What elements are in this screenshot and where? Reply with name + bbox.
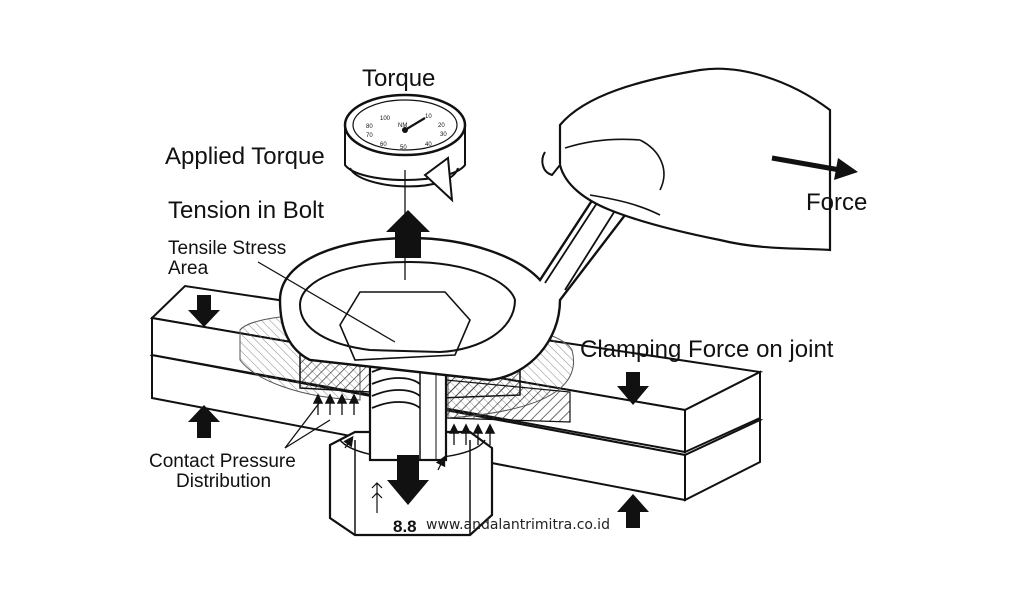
torque-gauge: 100 10 80 20 70 30 60 50 40 NM <box>343 93 467 203</box>
gauge-tick-70: 70 <box>366 133 373 139</box>
tension-arrow-icon <box>386 210 430 258</box>
clamp-arrow-top-right-icon <box>617 372 649 405</box>
contact-pressure-arrows <box>312 393 496 471</box>
torque-label: Torque <box>362 65 436 92</box>
clamp-arrow-bottom-left-icon <box>188 405 220 438</box>
gauge-tick-20: 20 <box>438 123 445 129</box>
gauge-tick-10: 10 <box>425 114 432 120</box>
rotation-arrow-icon <box>423 156 454 203</box>
gauge-unit: NM <box>398 123 407 129</box>
clamp-arrow-top-left-icon <box>188 295 220 327</box>
gauge-needle <box>404 117 426 131</box>
gauge-tick-40: 40 <box>425 142 432 148</box>
force-arrow-icon <box>771 155 858 180</box>
gauge-tick-100: 100 <box>380 116 391 122</box>
clamp-arrow-bottom-right-icon <box>617 494 649 528</box>
contact-pressure-distribution-label: Distribution <box>176 471 272 492</box>
bolt-grade-mark: 8.8 <box>393 517 417 536</box>
force-label: Force <box>806 189 868 216</box>
gauge-tick-60: 60 <box>380 142 387 148</box>
hand <box>541 67 832 252</box>
gauge-tick-50: 50 <box>400 145 407 151</box>
bolt-down-arrow-icon <box>387 455 429 505</box>
applied-torque-label: Applied Torque <box>165 143 325 170</box>
tensile-stress-label: Tensile Stress <box>168 238 287 259</box>
gauge-tick-30: 30 <box>440 132 447 138</box>
tension-in-bolt-label: Tension in Bolt <box>168 197 325 224</box>
tensile-stress-area-label: Area <box>168 258 209 279</box>
clamping-force-label: Clamping Force on joint <box>580 336 834 363</box>
watermark: www.andalantrimitra.co.id <box>426 517 610 533</box>
gauge-tick-80: 80 <box>366 124 373 130</box>
leader-lines <box>257 170 406 449</box>
contact-pressure-label: Contact Pressure <box>149 451 296 472</box>
